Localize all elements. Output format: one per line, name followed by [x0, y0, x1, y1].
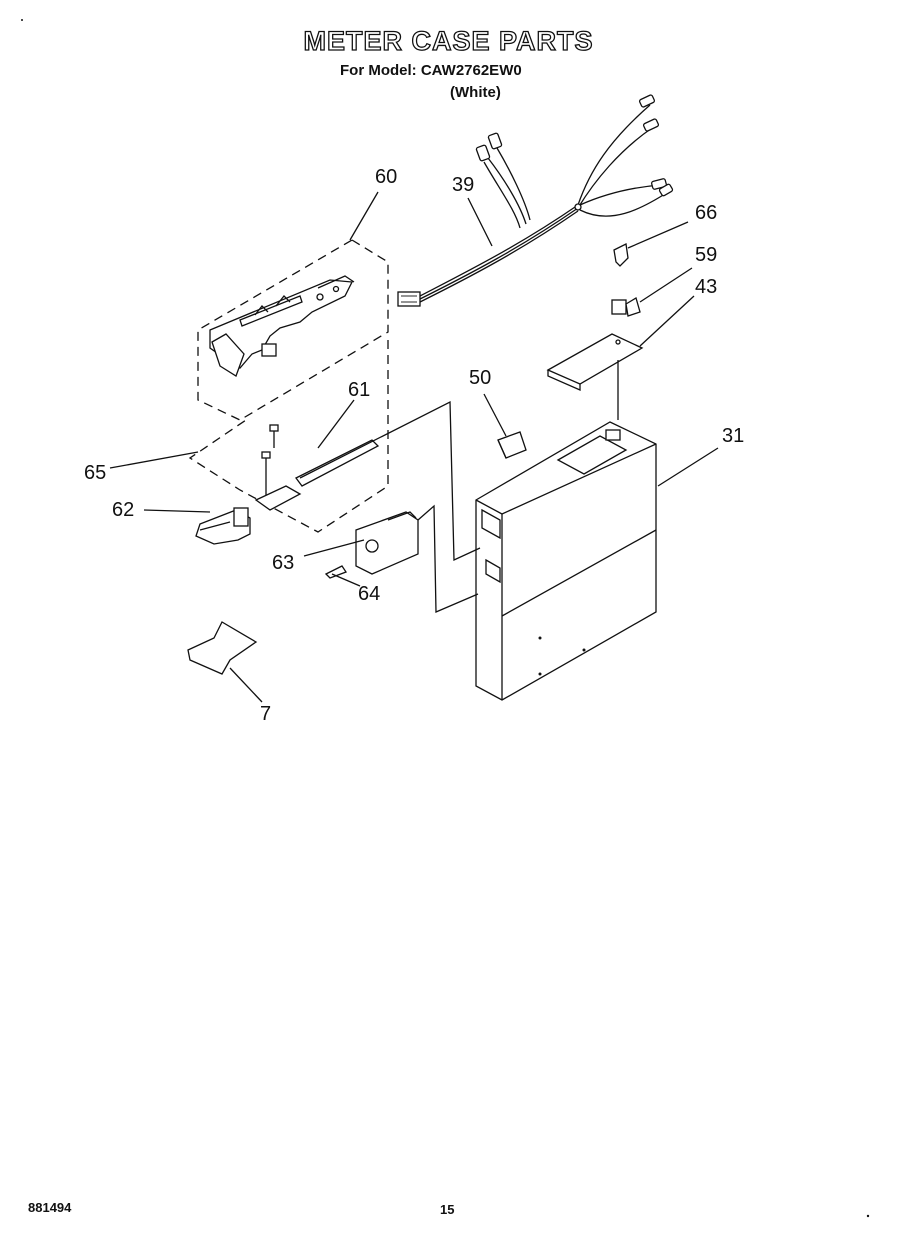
wire-harness-drawing: [397, 94, 674, 307]
cam-switch-parts-drawing: [546, 243, 644, 391]
page-title: METER CASE PARTS: [303, 25, 594, 56]
callout-64: 64: [358, 583, 381, 605]
callout-31: 31: [722, 425, 745, 447]
callout-59: 59: [695, 244, 718, 266]
page-number: 15: [440, 1202, 455, 1217]
color-variant: (White): [450, 84, 501, 101]
document-number: 881494: [28, 1200, 72, 1215]
callout-7: 7: [260, 703, 272, 725]
model-line: For Model: CAW2762EW0: [340, 62, 522, 79]
latch-bracket-drawing: [195, 507, 251, 545]
meter-case-drawing: [475, 421, 657, 701]
lock-mechanism-group-drawing: [188, 340, 389, 533]
callout-65: 65: [84, 462, 107, 484]
callout-50: 50: [469, 367, 492, 389]
insulation-pad-drawing: [187, 621, 258, 675]
door-lock-assembly-drawing: [197, 239, 389, 421]
stray-mark: [866, 1214, 870, 1218]
callout-61: 61: [348, 379, 371, 401]
callout-63: 63: [272, 552, 295, 574]
callout-39: 39: [452, 174, 475, 196]
callout-43: 43: [695, 276, 718, 298]
assembly-guide-lines: [299, 360, 619, 613]
knob-drawing: [497, 431, 527, 459]
solenoid-drawing: [324, 511, 419, 579]
callout-60: 60: [375, 166, 398, 188]
callout-62: 62: [112, 499, 135, 521]
stray-mark: [21, 19, 23, 21]
callout-leaders: [109, 191, 719, 703]
callout-66: 66: [695, 202, 718, 224]
